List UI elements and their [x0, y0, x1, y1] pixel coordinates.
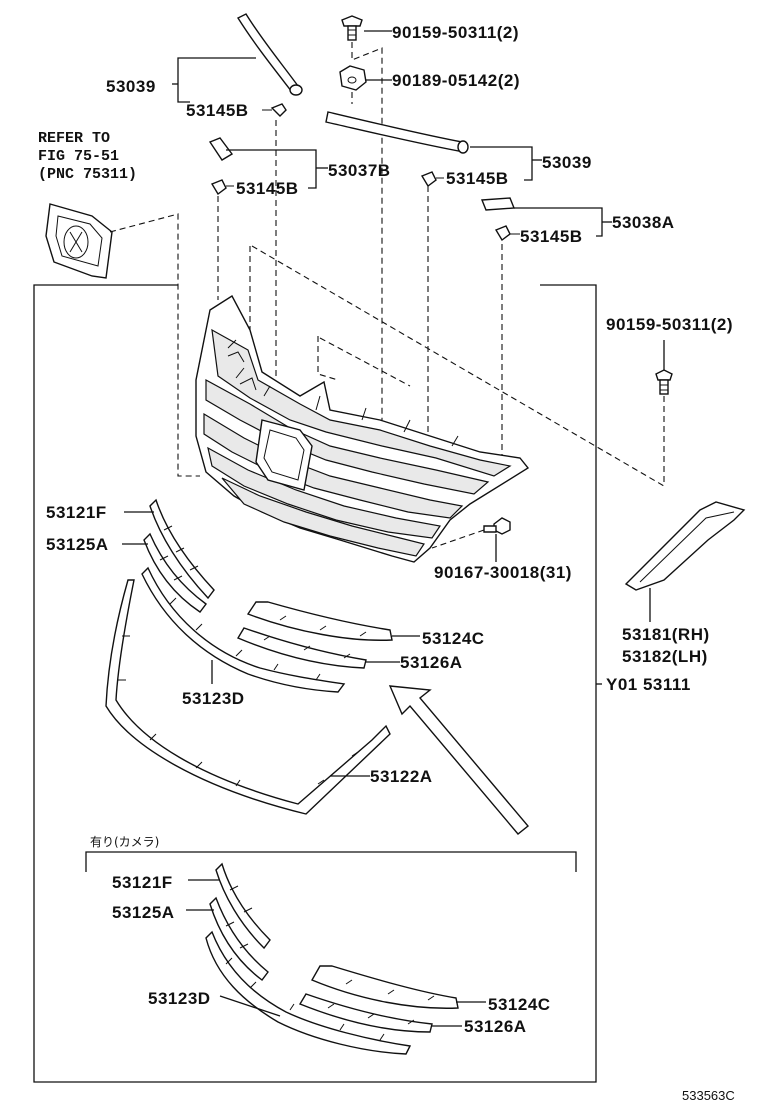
label-53145b-1: 53145B	[186, 101, 249, 120]
assembly-frame	[33, 284, 597, 1083]
label-53039-right: 53039	[542, 153, 592, 172]
label-53121f: 53121F	[46, 503, 107, 522]
label-90167: 90167-30018(31)	[434, 563, 572, 582]
label-90189: 90189-05142(2)	[392, 71, 520, 90]
label-53181: 53181(RH)	[622, 625, 710, 644]
label-53122a: 53122A	[370, 767, 433, 786]
dash-emblem	[109, 213, 200, 477]
camera-variant-bracket	[85, 851, 577, 872]
piece-53038a[interactable]	[480, 197, 516, 211]
cover-53181-53182[interactable]	[624, 501, 746, 591]
molding-53126a[interactable]	[236, 627, 367, 669]
label-53121f-cam: 53121F	[112, 873, 173, 892]
label-53125a-cam: 53125A	[112, 903, 175, 922]
label-53126a-cam: 53126A	[464, 1017, 527, 1036]
molding-53121f-cam[interactable]	[215, 862, 271, 950]
label-53125a: 53125A	[46, 535, 109, 554]
molding-53126a-cam[interactable]	[298, 993, 433, 1033]
label-90159-top: 90159-50311(2)	[392, 23, 519, 42]
molding-53122a[interactable]	[105, 579, 391, 815]
clip-53145b-1[interactable]	[262, 103, 287, 117]
clip-53145b-4[interactable]	[494, 225, 520, 242]
leader-53037b	[226, 149, 328, 189]
dash-90159-top	[351, 42, 383, 420]
label-53145b-3: 53145B	[446, 169, 509, 188]
label-53145b-2: 53145B	[236, 179, 299, 198]
screw-90167[interactable]	[483, 517, 511, 535]
label-53126a: 53126A	[400, 653, 463, 672]
leader-53039-left	[172, 57, 256, 103]
camera-variant-label: 有り(カメラ)	[90, 835, 159, 849]
emblem-icon[interactable]	[45, 203, 113, 279]
clip-53145b-3[interactable]	[420, 171, 444, 188]
molding-53123d-cam[interactable]	[205, 930, 412, 1055]
label-53039-left: 53039	[106, 77, 156, 96]
clip-53145b-2[interactable]	[210, 179, 234, 196]
refer-line2: FIG 75-51	[38, 148, 119, 165]
leader-53039-right	[470, 146, 542, 181]
label-53038a: 53038A	[612, 213, 675, 232]
label-53123d-cam: 53123D	[148, 989, 211, 1008]
label-53037b: 53037B	[328, 161, 391, 180]
bolt-90159-top[interactable]	[341, 15, 363, 41]
piece-53037b[interactable]	[208, 137, 234, 161]
molding-53124c[interactable]	[246, 601, 393, 641]
dash-90167	[431, 529, 485, 549]
refer-line3: (PNC 75311)	[38, 166, 137, 183]
molding-53039-left[interactable]	[236, 13, 303, 96]
label-53124c-cam: 53124C	[488, 995, 551, 1014]
refer-line1: REFER TO	[38, 130, 110, 147]
dash-grille-center	[317, 336, 339, 381]
molding-53124c-cam[interactable]	[310, 965, 459, 1009]
bolt-90159-right[interactable]	[655, 369, 673, 395]
label-53182: 53182(LH)	[622, 647, 708, 666]
molding-53121f[interactable]	[149, 498, 215, 600]
diagram-code: 533563C	[682, 1088, 735, 1103]
label-53145b-4: 53145B	[520, 227, 583, 246]
label-90159-right: 90159-50311(2)	[606, 315, 733, 334]
dash-grille-diag	[319, 337, 411, 387]
leader-53123d-cam	[219, 995, 281, 1017]
label-53111: Y01 53111	[606, 675, 691, 694]
direction-arrow	[388, 685, 529, 835]
grille-53111[interactable]	[195, 295, 530, 563]
nut-90189[interactable]	[339, 65, 367, 91]
molding-53125a[interactable]	[143, 532, 207, 613]
molding-53039-right[interactable]	[325, 111, 469, 154]
label-53124c: 53124C	[422, 629, 485, 648]
label-53123d: 53123D	[182, 689, 245, 708]
molding-53123d[interactable]	[141, 566, 346, 693]
molding-53125a-cam[interactable]	[209, 896, 269, 981]
leader-53038a	[514, 207, 612, 237]
